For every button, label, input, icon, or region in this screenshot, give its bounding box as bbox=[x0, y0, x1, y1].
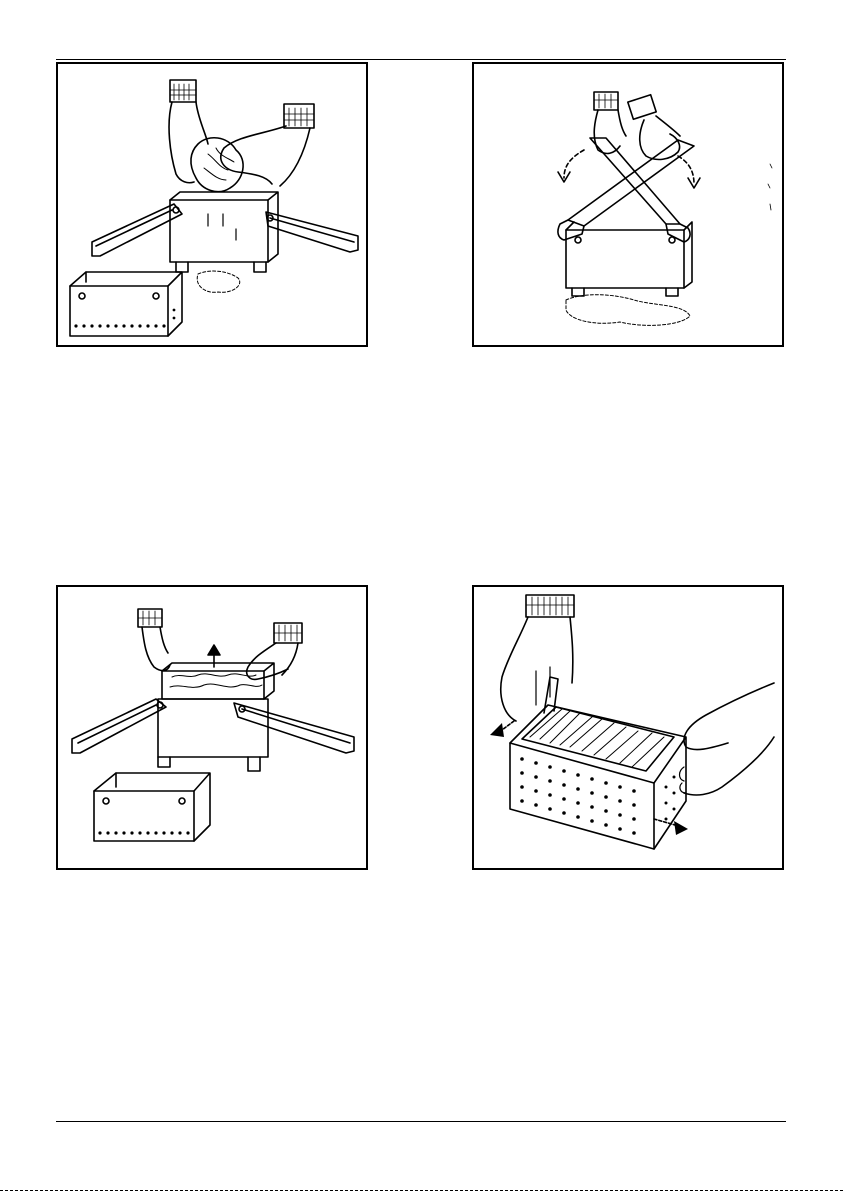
left-hand bbox=[169, 102, 208, 183]
water-drips bbox=[566, 295, 690, 326]
illustration-open-frame bbox=[472, 585, 784, 870]
right-hand bbox=[221, 126, 310, 186]
illustration-squeeze-press bbox=[472, 62, 784, 347]
rotate-arrow-right bbox=[678, 156, 694, 184]
right-hand bbox=[247, 643, 298, 679]
press-arm-right bbox=[266, 212, 358, 252]
illustration-load-press bbox=[56, 62, 368, 347]
open-frame-drawing bbox=[474, 587, 782, 868]
press-arm-right bbox=[568, 140, 694, 226]
press-arm-right bbox=[234, 703, 354, 753]
footer-rule bbox=[56, 1121, 786, 1122]
perforations bbox=[520, 757, 675, 835]
crumpled-paper bbox=[191, 138, 243, 192]
header-rule bbox=[56, 59, 786, 60]
water-drips bbox=[197, 271, 240, 292]
left-hand bbox=[142, 627, 170, 671]
press-box bbox=[170, 200, 268, 262]
squeeze-press-drawing bbox=[474, 64, 782, 345]
glove-cuff-right bbox=[628, 95, 656, 120]
right-hand bbox=[684, 683, 774, 795]
remove-block-drawing bbox=[58, 587, 366, 868]
load-press-drawing bbox=[58, 64, 366, 345]
glove-cuff-right bbox=[284, 104, 314, 128]
rotate-arrow-left bbox=[564, 150, 584, 178]
press-box bbox=[566, 230, 684, 288]
glove-cuff-left bbox=[594, 92, 618, 110]
page-edge-dashes bbox=[0, 1190, 843, 1191]
illustration-remove-block bbox=[56, 585, 368, 870]
left-hand bbox=[501, 617, 573, 721]
